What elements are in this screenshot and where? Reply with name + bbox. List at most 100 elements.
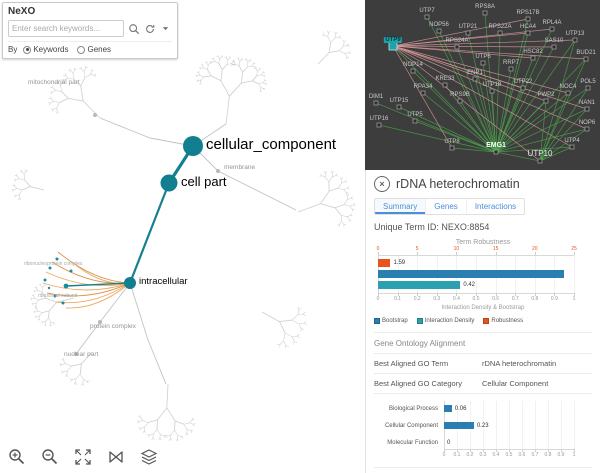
gene-label-NOP6[interactable]: NOP6 (578, 120, 596, 126)
search-input[interactable] (8, 20, 124, 37)
gene-node-HCA4[interactable] (525, 30, 531, 36)
tree-label-cell-part[interactable]: cell part (181, 174, 227, 189)
gene-label-UTP4[interactable]: UTP4 (564, 138, 580, 144)
fit-selection-button[interactable] (105, 446, 127, 468)
fit-to-screen-button[interactable] (72, 446, 94, 468)
chart-element (417, 252, 419, 255)
gene-label-UTP9[interactable]: UTP9 (383, 37, 403, 43)
gene-node-RPS24A[interactable] (454, 44, 460, 50)
gene-label-NAN1[interactable]: NAN1 (578, 100, 596, 106)
gene-label-RPS24A[interactable]: RPS24A (445, 38, 469, 44)
gene-label-HCA4[interactable]: HCA4 (519, 24, 537, 30)
gene-label-UTP6[interactable]: UTP6 (475, 54, 491, 60)
gene-node-HSC82[interactable] (530, 55, 536, 61)
gene-node-UTP21[interactable] (465, 30, 471, 36)
gene-node-RPL4A[interactable] (549, 26, 555, 32)
gene-label-POL5[interactable]: POL5 (580, 79, 596, 85)
gene-node-UTP16[interactable] (376, 122, 382, 128)
gene-node-UTP8[interactable] (449, 145, 455, 151)
radio-genes[interactable]: Genes (77, 45, 111, 54)
gene-label-RPS22A[interactable]: RPS22A (488, 24, 512, 30)
gene-node-UTP9[interactable] (388, 41, 398, 51)
tree-node-cellular-component[interactable] (183, 136, 203, 156)
gene-label-RPA34[interactable]: RPA34 (413, 84, 433, 90)
gene-node-NOP56[interactable] (436, 28, 442, 34)
gene-label-RPL4A[interactable]: RPL4A (542, 20, 562, 26)
reset-button[interactable] (143, 22, 156, 35)
gene-node-KRE33[interactable] (442, 82, 448, 88)
gene-label-NOP14[interactable]: NOP14 (403, 62, 423, 68)
tab-genes[interactable]: Genes (426, 199, 467, 214)
tree-label-intracellular[interactable]: intracellular (139, 276, 188, 287)
gene-label-UTP16[interactable]: UTP16 (369, 116, 389, 122)
gene-label-UTP18[interactable]: UTP18 (482, 82, 502, 88)
ontology-tree-canvas[interactable] (0, 0, 365, 473)
gene-node-RPS9B[interactable] (457, 98, 463, 104)
gene-label-RPS17B[interactable]: RPS17B (516, 10, 540, 16)
gene-node-EMG1[interactable] (493, 149, 499, 155)
zoom-in-button[interactable] (6, 446, 28, 468)
gene-label-BUD21[interactable]: BUD21 (576, 50, 596, 56)
gene-node-UTP22[interactable] (520, 85, 526, 91)
gene-node-DIM1[interactable] (373, 100, 379, 106)
gene-node-UTP10[interactable] (537, 158, 543, 164)
gene-node-RPS17B[interactable] (525, 16, 531, 22)
gene-label-UTP21[interactable]: UTP21 (458, 24, 478, 30)
gene-node-UTP6[interactable] (480, 60, 486, 66)
gene-node-UTP15[interactable] (396, 104, 402, 110)
gene-label-UTP13[interactable]: UTP13 (565, 31, 585, 37)
gene-node-RPS22A[interactable] (497, 30, 503, 36)
gene-label-NOP56[interactable]: NOP56 (429, 22, 449, 28)
gene-node-RPS8A[interactable] (482, 10, 488, 16)
gene-node-NAN1[interactable] (584, 106, 590, 112)
gene-label-ENP1[interactable]: ENP1 (467, 70, 483, 76)
gene-label-UTP22[interactable]: UTP22 (513, 79, 533, 85)
collapse-panel-button[interactable] (159, 22, 172, 35)
gene-node-PWP2[interactable] (543, 98, 549, 104)
gene-label-UTP7[interactable]: UTP7 (419, 8, 435, 14)
gene-label-KRE33[interactable]: KRE33 (435, 76, 455, 82)
gene-node-UTP4[interactable] (569, 144, 575, 150)
gene-label-PWP2[interactable]: PWP2 (537, 92, 555, 98)
gene-network-canvas[interactable] (365, 0, 600, 170)
tree-node-intracellular[interactable] (124, 277, 136, 289)
gene-label-RPS9B[interactable]: RPS9B (450, 92, 470, 98)
gene-node-RPA34[interactable] (420, 90, 426, 96)
gene-label-RPS8A[interactable]: RPS8A (475, 4, 495, 10)
layers-button[interactable] (138, 446, 160, 468)
radio-keywords[interactable]: Keywords (23, 45, 68, 54)
gene-node-NOP14[interactable] (410, 68, 416, 74)
gene-label-SAS10[interactable]: SAS10 (544, 38, 564, 44)
gene-label-NOC4[interactable]: NOC4 (559, 84, 577, 90)
gene-node-RRP7[interactable] (508, 66, 514, 72)
gene-node-SAS10[interactable] (551, 44, 557, 50)
gene-label-DIM1[interactable]: DIM1 (368, 94, 384, 100)
close-button[interactable]: × (374, 176, 390, 192)
gene-node-NOC4[interactable] (565, 90, 571, 96)
gene-node-UTP13[interactable] (572, 37, 578, 43)
gene-node-UTP5[interactable] (412, 118, 418, 124)
gene-label-EMG1[interactable]: EMG1 (486, 142, 506, 149)
search-button[interactable] (127, 22, 140, 35)
gene-node-BUD21[interactable] (583, 56, 589, 62)
gene-node-UTP18[interactable] (489, 88, 495, 94)
zoom-out-button[interactable] (39, 446, 61, 468)
tab-interactions[interactable]: Interactions (474, 202, 517, 211)
gene-label-RRP7[interactable]: RRP7 (502, 60, 520, 66)
bar-interaction-density (378, 281, 461, 289)
gene-label-UTP8[interactable]: UTP8 (444, 139, 460, 145)
tree-node-cell-part[interactable] (160, 174, 178, 192)
tree-label: ribosomal subunit (38, 293, 78, 299)
tree-label-cellular-component[interactable]: cellular_component (206, 136, 337, 153)
gene-label-HSC82[interactable]: HSC82 (523, 49, 543, 55)
gene-node-NOP6[interactable] (584, 126, 590, 132)
gene-label-UTP10[interactable]: UTP10 (527, 149, 553, 158)
gene-node-ENP1[interactable] (472, 76, 478, 82)
gene-label-UTP5[interactable]: UTP5 (407, 112, 423, 118)
gene-node-UTP7[interactable] (424, 14, 430, 20)
gene-node-POL5[interactable] (585, 85, 591, 91)
gene-label-UTP15[interactable]: UTP15 (389, 98, 409, 104)
tab-summary[interactable]: Summary (375, 199, 427, 214)
